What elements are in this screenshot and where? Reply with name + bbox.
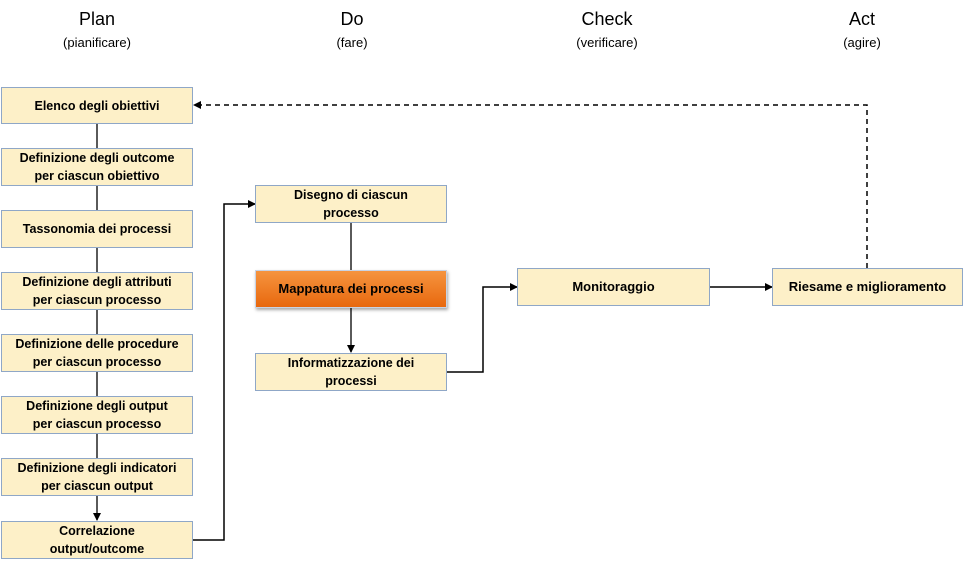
plan-step-6-box: Definizione degli output per ciascun proc… [1, 396, 193, 434]
plan-step-8-line2: output/outcome [49, 542, 145, 556]
plan-to-do-arrow [193, 200, 256, 541]
plan-step-5-box: Definizione delle procedure per ciascun p… [1, 334, 193, 372]
phase-check-header: Check (verificare) [507, 8, 707, 52]
plan-step-2-line2: per ciascun obiettivo [34, 169, 160, 183]
plan-step-8-box: Correlazione output/outcome [1, 521, 193, 559]
do-step-1-line2: processo [323, 206, 379, 220]
do-step-1-line1: Disegno di ciascun [294, 188, 408, 202]
plan-step-5-line2: per ciascun processo [32, 355, 162, 369]
phase-act-title: Act [848, 9, 875, 29]
plan-step-7-line2: per ciascun output [41, 479, 153, 493]
plan-step-5-line1: Definizione delle procedure [15, 337, 179, 351]
plan-step-8-line1: Correlazione [59, 524, 135, 538]
phase-act-header: Act (agire) [762, 8, 962, 52]
plan-step-4-box: Definizione degli attributi per ciascun p… [1, 272, 193, 310]
phase-act-subtitle: (agire) [843, 35, 881, 50]
do-step-3-box: Informatizzazione dei processi [255, 353, 447, 391]
do-to-check-arrow [447, 283, 518, 373]
plan-step-2-line1: Definizione degli outcome [19, 151, 175, 165]
act-step-label: Riesame e miglioramento [788, 279, 947, 294]
do-step-3-line1: Informatizzazione dei [287, 356, 415, 370]
phase-do-subtitle: (fare) [336, 35, 368, 50]
plan-step-4-line2: per ciascun processo [32, 293, 162, 307]
phase-plan-header: Plan (pianificare) [0, 8, 197, 52]
check-step-box: Monitoraggio [517, 268, 710, 306]
plan-step-3-box: Tassonomia dei processi [1, 210, 193, 248]
plan-step-3-line1: Tassonomia dei processi [22, 222, 172, 236]
phase-do-title: Do [340, 9, 364, 29]
plan-step-7-box: Definizione degli indicatori per ciascun … [1, 458, 193, 496]
plan-step-1-box: Elenco degli obiettivi [1, 87, 193, 124]
phase-plan-subtitle: (pianificare) [63, 35, 131, 50]
plan-step-4-line1: Definizione degli attributi [22, 275, 172, 289]
plan-step-6-line1: Definizione degli output [26, 399, 168, 413]
do-step-1-box: Disegno di ciascun processo [255, 185, 447, 223]
check-step-label: Monitoraggio [572, 279, 655, 294]
do-step-2-line1: Mappatura dei processi [278, 281, 424, 296]
phase-check-title: Check [581, 9, 633, 29]
phase-do-header: Do (fare) [252, 8, 452, 52]
plan-step-7-line1: Definizione degli indicatori [17, 461, 177, 475]
plan-step-6-line2: per ciascun processo [32, 417, 162, 431]
act-to-plan-feedback-arrow [193, 101, 868, 268]
act-step-box: Riesame e miglioramento [772, 268, 963, 306]
do-step-2-highlight-box: Mappatura dei processi [255, 270, 447, 308]
phase-plan-title: Plan [78, 9, 116, 29]
plan-step-2-box: Definizione degli outcome per ciascun obi… [1, 148, 193, 186]
phase-check-subtitle: (verificare) [576, 35, 638, 50]
plan-step-1-line1: Elenco degli obiettivi [34, 98, 160, 113]
do-step-3-line2: processi [325, 374, 377, 388]
